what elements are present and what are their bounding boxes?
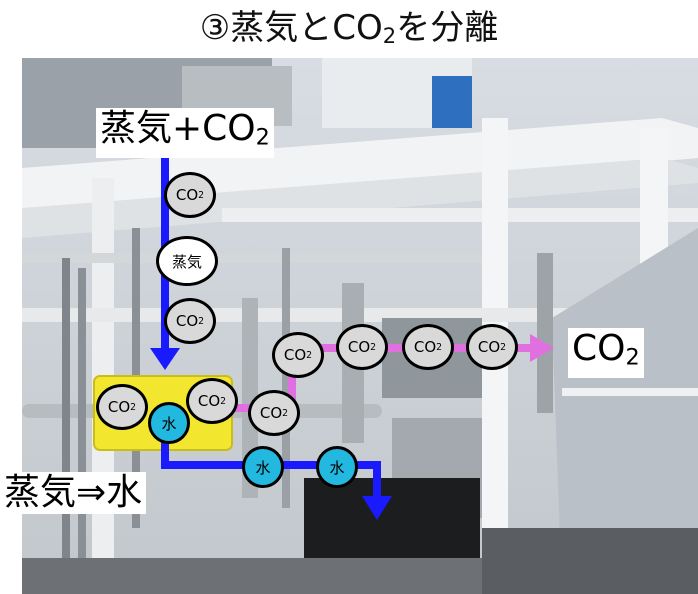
walkway: [552, 228, 698, 594]
co2-bubble-text: CO: [477, 338, 501, 356]
co2-bubble-sub: 2: [306, 349, 313, 361]
down-arrow: [150, 348, 180, 370]
water-bubble: 水: [316, 446, 358, 488]
co2-bubble-sub: 2: [198, 315, 205, 327]
water-bubble: 水: [148, 402, 190, 444]
input-label: 蒸気+CO2: [96, 108, 274, 159]
steam-bubble-text: 蒸気: [171, 252, 202, 271]
co2-bubble-sub: 2: [130, 401, 137, 413]
blue-cover: [432, 76, 472, 128]
water-bubble-text: 水: [329, 458, 345, 477]
water-label-text: 蒸気⇒水: [4, 472, 143, 513]
co2-bubble-sub: 2: [500, 341, 507, 353]
water-bubble-text: 水: [161, 414, 177, 433]
title-text-prefix: ③蒸気と: [199, 8, 333, 48]
title-text-co: CO: [332, 8, 383, 48]
co2-bubble-text: CO: [175, 186, 199, 204]
co2-bubble-sub: 2: [198, 189, 205, 201]
output-label-main: CO: [572, 328, 626, 369]
co2-arrow: [530, 334, 554, 362]
water-label: 蒸気⇒水: [0, 472, 147, 514]
co2-bubble-sub: 2: [220, 395, 227, 407]
co2-bubble-text: CO: [107, 398, 131, 416]
co2-bubble-sub: 2: [370, 341, 377, 353]
input-label-sub: 2: [255, 124, 270, 151]
output-label: CO2: [568, 328, 644, 379]
co2-bubble-text: CO: [347, 338, 371, 356]
co2-bubble-sub: 2: [436, 341, 443, 353]
water-bubble-text: 水: [255, 458, 271, 477]
title-text-suffix: を分離: [396, 8, 499, 48]
plant-photo: [22, 58, 698, 594]
title-text-sub: 2: [382, 23, 397, 49]
co2-bubble-text: CO: [413, 338, 437, 356]
output-label-sub: 2: [625, 344, 640, 371]
steam-bubble: 蒸気: [156, 236, 218, 286]
water-arrow: [362, 496, 392, 520]
co2-bubble-text: CO: [259, 404, 283, 422]
co2-bubble-text: CO: [197, 392, 221, 410]
co2-bubble-sub: 2: [282, 407, 289, 419]
input-label-main: 蒸気+CO: [100, 108, 256, 149]
page-title: ③蒸気とCO2を分離: [0, 0, 698, 56]
co2-bubble-text: CO: [283, 346, 307, 364]
co2-bubble-text: CO: [175, 312, 199, 330]
water-bubble: 水: [242, 446, 284, 488]
